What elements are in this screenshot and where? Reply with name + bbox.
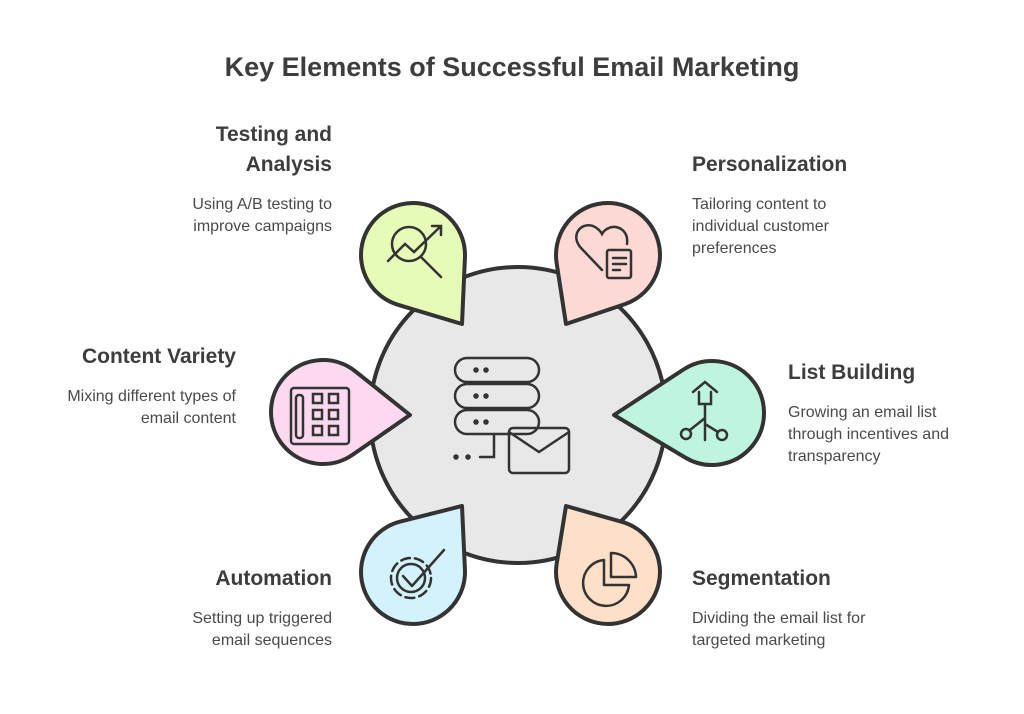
analytics-magnifier-icon [386,224,443,279]
item-title: Automation [215,567,332,590]
item-title: Content Variety [81,345,236,368]
item-description: Tailoring content to individual customer… [692,196,829,257]
growth-plant-icon [679,380,729,442]
item-description: Using A/B testing to improve campaigns [192,196,332,235]
item-description: Growing an email list through incentives… [788,404,949,465]
item-description: Setting up triggered email sequences [192,610,332,649]
heart-document-icon [575,224,633,280]
email-server-icon [453,356,571,475]
item-automation: Automation Setting up triggered email se… [92,564,332,652]
item-personalization: Personalization Tailoring content to ind… [692,150,932,260]
item-title: Personalization [692,153,848,176]
item-content-variety: Content Variety Mixing different types o… [0,342,236,430]
item-title: Testing and Analysis [215,123,332,176]
gear-check-icon [389,548,446,600]
item-title: List Building [788,361,916,384]
item-list-building: List Building Growing an email list thro… [788,358,1024,468]
petal-content-variety [269,358,412,466]
palette-grid-icon [289,386,351,446]
petal-segmentation [554,504,662,626]
pie-chart-icon [581,551,638,608]
item-segmentation: Segmentation Dividing the email list for… [692,564,932,652]
item-description: Mixing different types of email content [67,388,236,427]
page-title: Key Elements of Successful Email Marketi… [224,52,800,82]
item-description: Dividing the email list for targeted mar… [692,610,866,649]
petal-testing-and-analysis [359,201,467,326]
item-title: Segmentation [692,567,831,590]
item-testing-and-analysis: Testing and Analysis Using A/B testing t… [92,120,332,238]
